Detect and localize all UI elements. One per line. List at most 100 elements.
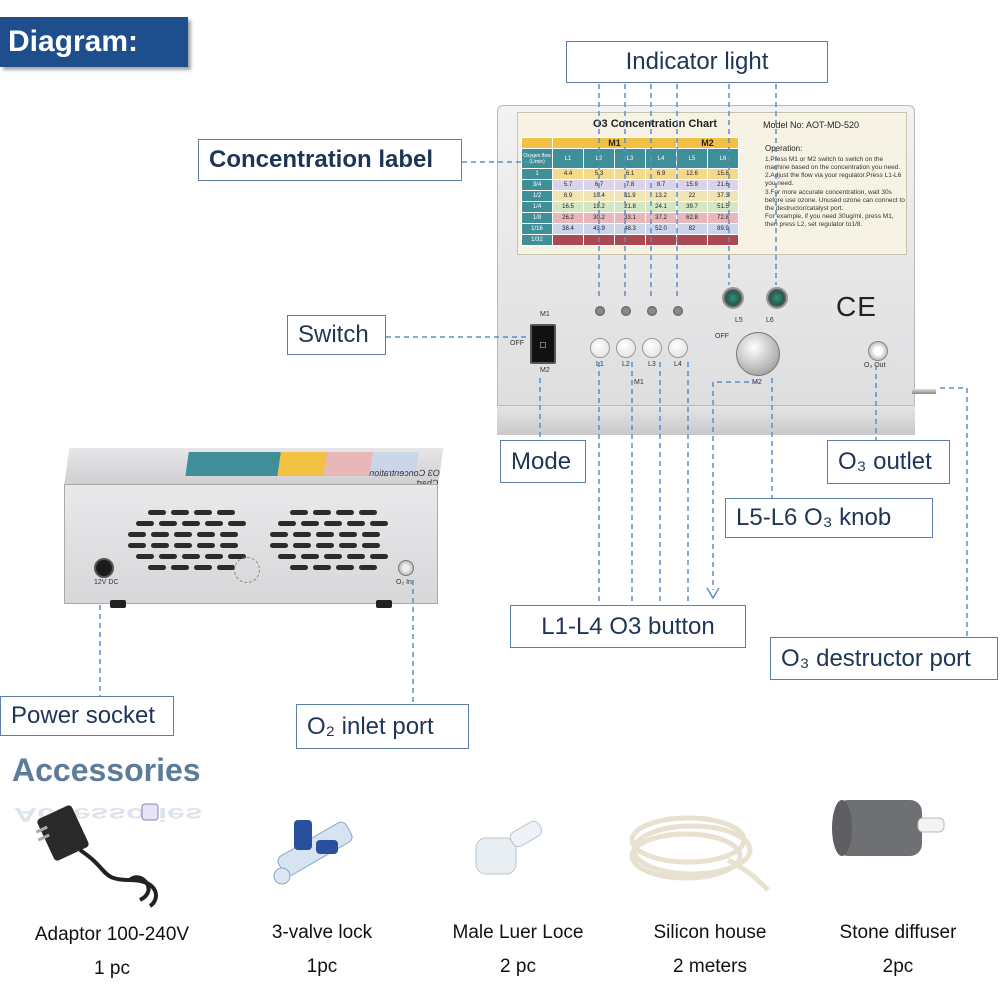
- callout-knob: L5-L6 O₃ knob: [725, 498, 933, 538]
- switch-off-label: OFF: [510, 340, 524, 347]
- back-foot-right: [376, 600, 392, 608]
- accessory-qty-adaptor: 1 pc: [94, 958, 130, 979]
- button-l3[interactable]: [642, 338, 662, 358]
- device-front-base: [497, 405, 915, 435]
- back-foot-left: [110, 600, 126, 608]
- chart-model-number: Model No: AOT-MD-520: [763, 120, 860, 130]
- indicator-led-l4: [673, 306, 683, 316]
- operation-instructions: 1.Press M1 or M2 switch to switch on the…: [765, 156, 905, 228]
- switch-m2-label: M2: [540, 367, 550, 374]
- col-header: L1: [552, 148, 584, 169]
- vent-row: [290, 565, 388, 570]
- vent-row: [128, 543, 246, 548]
- power-socket-jack[interactable]: [94, 558, 114, 578]
- o2-inlet-connector[interactable]: [398, 560, 414, 576]
- indicator-led-l1: [595, 306, 605, 316]
- luer-connector-image: [475, 820, 543, 875]
- accessory-qty-tube: 2 meters: [673, 956, 747, 977]
- value-cell: 8.9: [552, 190, 584, 202]
- accessory-name-tube: Silicon house: [653, 922, 767, 943]
- indicator-light-l6: [766, 287, 788, 309]
- col-header: L6: [707, 148, 739, 169]
- switch-m1-label: M1: [540, 311, 550, 318]
- callout-destructor-port: O₃ destructor port: [770, 637, 998, 680]
- leader-destructor: [940, 387, 968, 637]
- callout-power-socket: Power socket: [0, 696, 174, 736]
- operation-title: Operation:: [765, 144, 803, 153]
- button-l4[interactable]: [668, 338, 688, 358]
- vent-grille-right: [270, 510, 388, 570]
- vent-row: [270, 543, 388, 548]
- callout-o3-outlet: O₃ outlet: [827, 440, 950, 484]
- chart-table-wrap: M1 M2 Oxygen flow (L/min) L1 L2 L3 L4 L5…: [521, 137, 739, 246]
- knob-l5-label: L5: [735, 317, 743, 324]
- rocker-indicator: [540, 342, 546, 348]
- adaptor-image: [35, 803, 159, 908]
- accessory-name-adaptor: Adaptor 100-240V: [34, 924, 190, 945]
- vent-row: [136, 521, 246, 526]
- o3-outlet-connector[interactable]: [868, 341, 888, 361]
- o2-inlet-label: O₂ In: [396, 579, 412, 586]
- value-cell: 51.5: [707, 201, 739, 213]
- vent-row: [128, 532, 246, 537]
- accessories-title: Accessories: [12, 752, 201, 788]
- callout-concentration-label: Concentration label: [198, 139, 462, 181]
- value-cell: [707, 234, 739, 246]
- callout-mode: Mode: [500, 440, 586, 483]
- leader-knob-arrow: [712, 381, 758, 590]
- button-l2[interactable]: [616, 338, 636, 358]
- callout-switch: Switch: [287, 315, 386, 355]
- accessory-qty-luer: 2 pc: [500, 956, 536, 977]
- ce-mark: CE: [836, 291, 877, 322]
- accessory-qty-stone: 2pc: [882, 956, 914, 977]
- col-header: L3: [614, 148, 646, 169]
- accessory-qty-valve: 1pc: [306, 956, 338, 977]
- diagram-heading: Diagram:: [0, 17, 188, 67]
- stone-diffuser-image: [832, 800, 945, 856]
- button-label-l1: L1: [596, 361, 604, 368]
- value-cell: 72.8: [707, 212, 739, 224]
- vent-row: [290, 510, 388, 515]
- accessory-name-valve: 3-valve lock: [271, 922, 373, 943]
- knob-l6-label: L6: [766, 317, 774, 324]
- accessory-name-stone: Stone diffuser: [839, 922, 957, 943]
- indicator-led-l3: [647, 306, 657, 316]
- outlet-label: O₃ Out: [864, 362, 886, 369]
- destructor-port-pipe[interactable]: [912, 389, 936, 394]
- concentration-chart-panel: O3 Concentration Chart Model No: AOT-MD-…: [517, 112, 907, 255]
- buttons-group-label: M1: [634, 379, 644, 386]
- vent-row: [148, 565, 246, 570]
- value-cell: 4.4: [552, 168, 584, 180]
- leader-knob-arrowhead: [706, 587, 720, 600]
- l5-l6-knob[interactable]: [736, 332, 780, 376]
- button-l1[interactable]: [590, 338, 610, 358]
- chart-title: O3 Concentration Chart: [593, 118, 718, 130]
- indicator-led-l2: [621, 306, 631, 316]
- knob-off-label: OFF: [715, 333, 729, 340]
- vent-grille-left: [128, 510, 246, 570]
- accessory-name-luer: Male Luer Loce: [452, 922, 584, 943]
- flow-header: Oxygen flow (L/min): [521, 148, 553, 169]
- vent-row: [278, 521, 388, 526]
- button-label-l2: L2: [622, 361, 630, 368]
- valve-lock-image: [273, 820, 353, 885]
- vent-row: [278, 554, 388, 559]
- indicator-light-l5: [722, 287, 744, 309]
- vent-row: [148, 510, 246, 515]
- col-header: L4: [645, 148, 677, 169]
- vent-row: [270, 532, 388, 537]
- value-cell: 89.9: [707, 223, 739, 235]
- back-seal-icon: [234, 557, 260, 583]
- button-label-l4: L4: [674, 361, 682, 368]
- callout-o2-inlet: O₂ inlet port: [296, 704, 469, 749]
- power-socket-label: 12V DC: [94, 579, 119, 586]
- power-rocker-switch[interactable]: [530, 324, 556, 364]
- col-header: L5: [676, 148, 708, 169]
- vent-row: [136, 554, 246, 559]
- callout-indicator-light: Indicator light: [566, 41, 828, 83]
- callout-l1-l4-button: L1-L4 O3 button: [510, 605, 746, 648]
- silicon-tube-image: [629, 815, 770, 892]
- concentration-table: M1 M2 Oxygen flow (L/min) L1 L2 L3 L4 L5…: [521, 137, 739, 246]
- button-label-l3: L3: [648, 361, 656, 368]
